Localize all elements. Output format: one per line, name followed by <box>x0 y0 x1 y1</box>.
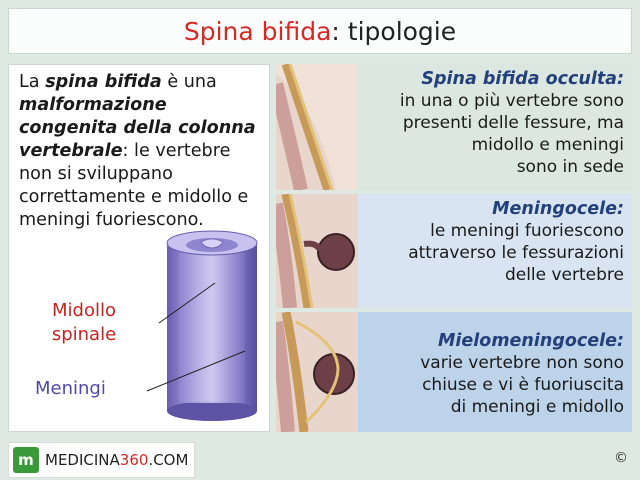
intro-bold: spina bifida <box>45 72 162 92</box>
type-occulta: Spina bifida occulta: in una o più verte… <box>276 64 632 190</box>
type-title: Meningocele: <box>492 199 624 219</box>
logo-part: MEDICINA <box>45 451 120 469</box>
type-text: Mielomeningocele: varie vertebre non son… <box>420 330 624 418</box>
intro-panel: La spina bifida è una malformazione cong… <box>8 64 270 432</box>
spine-meningocele-image <box>276 194 358 308</box>
spine-occulta-image <box>276 64 358 190</box>
spine-mielomeningocele-image <box>276 312 358 432</box>
copyright: © <box>614 450 628 466</box>
label-midollo-spinale: Midollo spinale <box>29 299 139 347</box>
logo-mark-icon: m <box>13 447 39 473</box>
pointer-midollo <box>158 282 216 324</box>
type-title: Spina bifida occulta: <box>421 69 624 89</box>
site-logo[interactable]: m MEDICINA360.COM <box>8 442 196 478</box>
type-line: attraverso le fessurazioni <box>408 243 624 263</box>
spinal-cord-illustration <box>146 230 258 421</box>
intro-text: La spina bifida è una malformazione cong… <box>19 71 267 232</box>
type-title: Mielomeningocele: <box>438 331 624 351</box>
intro-part: è una <box>161 72 217 92</box>
type-line: sono in sede <box>516 157 624 177</box>
intro-part: La <box>19 72 46 92</box>
label-meningi: Meningi <box>35 378 106 399</box>
type-text: Spina bifida occulta: in una o più verte… <box>400 68 624 178</box>
footer: m MEDICINA360.COM © <box>0 440 640 480</box>
type-line: presenti delle fessure, ma <box>402 113 624 133</box>
type-line: delle vertebre <box>504 265 624 285</box>
logo-name: MEDICINA360.COM <box>45 451 188 469</box>
label-line: Midollo <box>52 300 116 321</box>
type-line: di meningi e midollo <box>450 397 624 417</box>
type-line: varie vertebre non sono <box>420 353 624 373</box>
logo-part: .COM <box>148 451 189 469</box>
pointer-meningi <box>146 350 246 392</box>
type-line: chiuse e vi è fuoriuscita <box>422 375 624 395</box>
type-meningocele: Meningocele: le meningi fuoriescono attr… <box>276 194 632 308</box>
intro-bold: malformazione congenita della colonna ve… <box>19 95 256 161</box>
type-line: le meningi fuoriescono <box>430 221 624 241</box>
intro-part: : le vertebre non si sviluppano corretta… <box>19 141 249 230</box>
page-title: Spina bifida: tipologie <box>8 8 632 54</box>
logo-part: 360 <box>119 451 149 469</box>
type-text: Meningocele: le meningi fuoriescono attr… <box>408 198 624 286</box>
title-accent: Spina bifida <box>183 16 332 46</box>
type-mielomeningocele: Mielomeningocele: varie vertebre non son… <box>276 312 632 432</box>
label-line: spinale <box>51 324 117 345</box>
type-line: in una o più vertebre sono <box>399 91 624 111</box>
title-rest: : tipologie <box>331 16 457 46</box>
type-line: midollo e meningi <box>471 135 624 155</box>
